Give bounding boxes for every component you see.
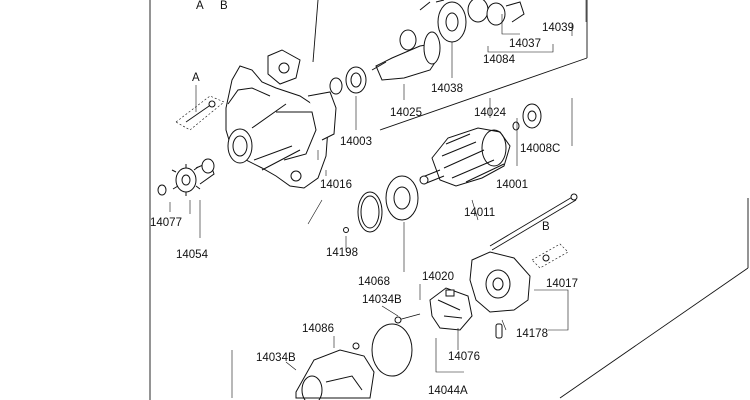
pinion-gear-part [157, 158, 215, 196]
part-number-label: 14037 [509, 38, 541, 50]
armature-part [419, 127, 511, 187]
bolt-a-part: A [175, 72, 225, 131]
brush-holder-part [429, 287, 473, 331]
drive-housing-part [225, 49, 337, 189]
part-number-label: 14017 [546, 278, 578, 290]
through-bolt-part [489, 193, 578, 251]
part-number-label: 14039 [542, 22, 574, 34]
part-number-label: 14001 [496, 179, 528, 191]
part-number-label: 14076 [448, 351, 480, 363]
part-number-label: 14086 [302, 323, 334, 335]
part-number-label: 14008C [520, 143, 560, 155]
washer-bearing-part [329, 66, 367, 95]
yoke-part [295, 342, 375, 400]
part-number-label: 14054 [176, 249, 209, 261]
ref-label-a: A [192, 72, 200, 84]
ref-label-a-top: A [196, 0, 204, 12]
part-number-label: 14024 [474, 107, 507, 119]
pin-14178-part [495, 323, 503, 339]
part-number-label: 14020 [422, 271, 454, 283]
ref-label-b: B [542, 221, 550, 233]
part-number-label: 14044A [428, 385, 468, 397]
part-number-label: 14025 [390, 107, 422, 119]
leader-lines [169, 0, 587, 398]
part-number-label: 14034B [256, 352, 296, 364]
screw-b-part: B [531, 221, 569, 269]
end-frame-part [469, 251, 531, 313]
part-number-label: 14038 [431, 83, 463, 95]
bolt-14034b-part [394, 313, 421, 324]
seal-plate-part [343, 175, 419, 233]
planetary-shaft-part [371, 29, 441, 81]
gear-set-part [419, 0, 525, 43]
part-number-label: 14011 [464, 207, 495, 219]
part-number-label: 14068 [358, 276, 390, 288]
part-number-label: 14016 [320, 179, 352, 191]
part-number-label: 14003 [340, 136, 372, 148]
ref-label-b-top: B [220, 0, 228, 12]
disc-plate-part [371, 323, 413, 377]
bearing-14008c-part [512, 103, 542, 131]
part-number-label: 14178 [516, 328, 548, 340]
part-number-label: 14198 [326, 247, 358, 259]
part-number-label: 14077 [150, 217, 182, 229]
part-number-label: 14034B [362, 294, 402, 306]
diagram-frame [149, 0, 749, 400]
part-number-label: 14084 [483, 54, 516, 66]
